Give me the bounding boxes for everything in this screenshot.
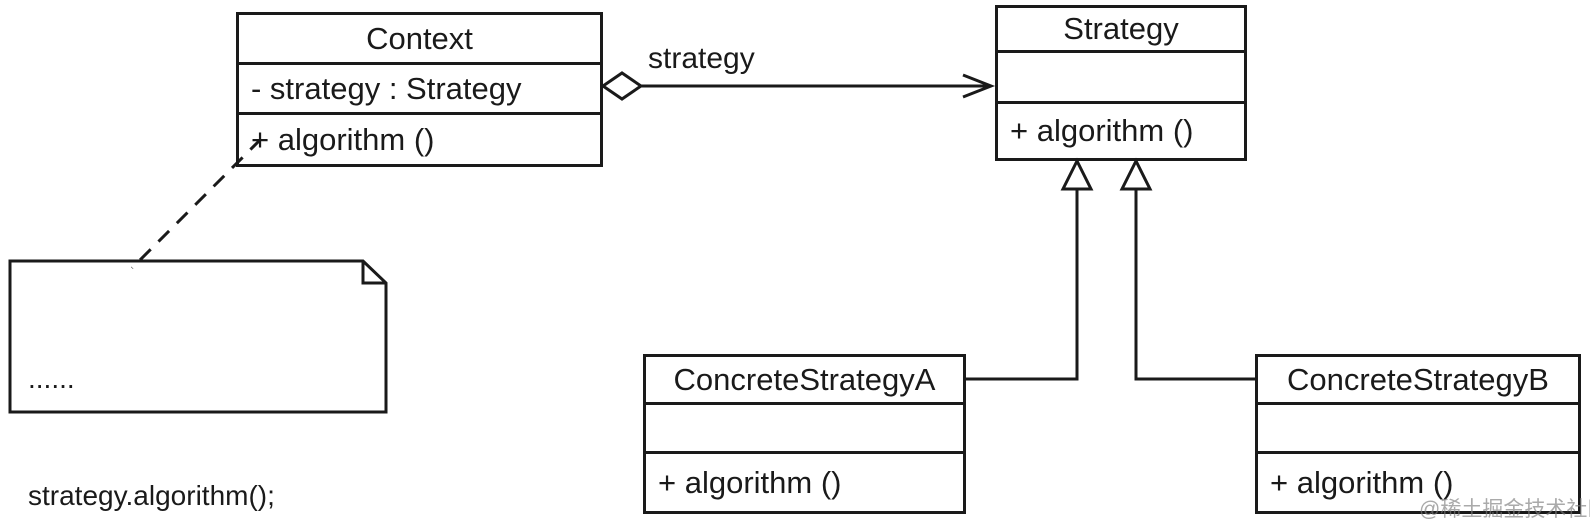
class-name-concrete-strategy-a: ConcreteStrategyA xyxy=(646,357,963,405)
aggregation-open-arrowhead xyxy=(962,73,996,99)
class-name-context: Context xyxy=(239,15,600,65)
class-box-strategy: Strategy + algorithm () xyxy=(995,5,1247,161)
inheritance-triangle-a xyxy=(1060,157,1094,191)
watermark-text: @稀土掘金技术社区 xyxy=(1419,498,1590,521)
class-attribute-concrete-strategy-b xyxy=(1258,405,1578,454)
class-box-concrete-strategy-b: ConcreteStrategyB + algorithm () xyxy=(1255,354,1581,514)
class-method-context: + algorithm () xyxy=(251,121,435,157)
class-method-strategy: + algorithm () xyxy=(1010,113,1194,148)
class-method-concrete-strategy-b: + algorithm () xyxy=(1270,464,1454,500)
inheritance-edge-b xyxy=(1119,157,1255,381)
class-box-concrete-strategy-a: ConcreteStrategyA + algorithm () xyxy=(643,354,966,514)
aggregation-diamond xyxy=(600,71,644,101)
class-attribute-context: - strategy : Strategy xyxy=(239,65,600,115)
class-attribute-strategy xyxy=(998,53,1244,104)
class-attribute-concrete-strategy-a xyxy=(646,405,963,454)
uml-note-text: ...... strategy.algorithm(); ...... xyxy=(28,281,275,524)
class-name-strategy: Strategy xyxy=(998,8,1244,53)
class-name-concrete-strategy-b: ConcreteStrategyB xyxy=(1258,357,1578,405)
inheritance-triangle-b xyxy=(1119,157,1153,191)
inheritance-edge-a xyxy=(966,157,1094,381)
note-line-1: ...... xyxy=(28,363,75,394)
class-box-context: Context - strategy : Strategy + algorith… xyxy=(236,12,603,167)
aggregation-edge xyxy=(600,71,996,101)
aggregation-edge-label: strategy xyxy=(648,42,755,75)
note-line-2: strategy.algorithm(); xyxy=(28,480,275,511)
class-method-concrete-strategy-a: + algorithm () xyxy=(658,464,842,500)
